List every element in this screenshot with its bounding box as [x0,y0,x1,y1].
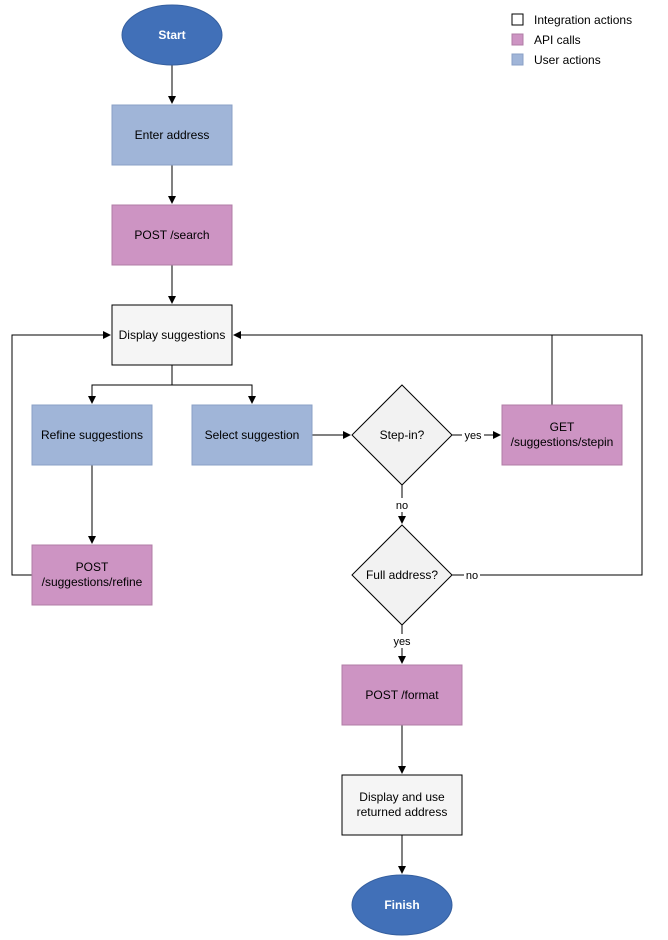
edge-display-refine [88,365,173,404]
get-stepin-label-line2: /suggestions/stepin [511,435,614,449]
edge-labels: yes no no yes [391,428,484,648]
post-format-label: POST /format [365,688,439,702]
display-use-label-line2: returned address [357,805,448,819]
edges [11,65,643,874]
legend-label-integration: Integration actions [534,13,632,27]
edge-post-refine-display [11,331,111,576]
legend-swatch-user [511,53,524,66]
display-suggestions-node [111,304,233,366]
full-address-decision [351,524,453,626]
select-suggestion-label: Select suggestion [205,428,300,442]
full-address-label: Full address? [366,568,438,582]
step-in-label: Step-in? [380,428,425,442]
refine-suggestions-label: Refine suggestions [41,428,143,442]
edge-label-stepin-no: no [396,500,408,512]
get-stepin-node [501,404,623,466]
finish-label: Finish [384,898,419,912]
select-suggestion-node [191,404,313,466]
edge-full-display [452,334,643,576]
enter-address-label: Enter address [135,128,210,142]
edge-label-stepin-yes: yes [464,430,482,442]
legend-swatch-api [511,33,524,46]
legend-swatch-integration [511,13,524,26]
edge-label-full-no: no [466,570,478,582]
post-refine-label-line1: POST [76,560,109,574]
legend: Integration actions API calls User actio… [511,13,632,67]
post-refine-label-line2: /suggestions/refine [42,575,143,589]
get-stepin-label-line1: GET [550,420,575,434]
enter-address-node [111,104,233,166]
finish-terminal [351,874,453,936]
legend-label-api: API calls [534,33,581,47]
edge-label-full-yes: yes [393,636,411,648]
display-suggestions-label: Display suggestions [119,328,226,342]
refine-suggestions-node [31,404,153,466]
step-in-decision [351,384,453,486]
post-search-node [111,204,233,266]
display-use-label-line1: Display and use [359,790,445,804]
nodes: Start Enter address POST /search Display… [31,4,623,936]
post-refine-node [31,544,153,606]
start-label: Start [158,28,185,42]
legend-label-user: User actions [534,53,601,67]
start-terminal [121,4,223,66]
display-use-node [341,774,463,836]
edge-display-select [172,384,256,404]
post-format-node [341,664,463,726]
post-search-label: POST /search [134,228,209,242]
